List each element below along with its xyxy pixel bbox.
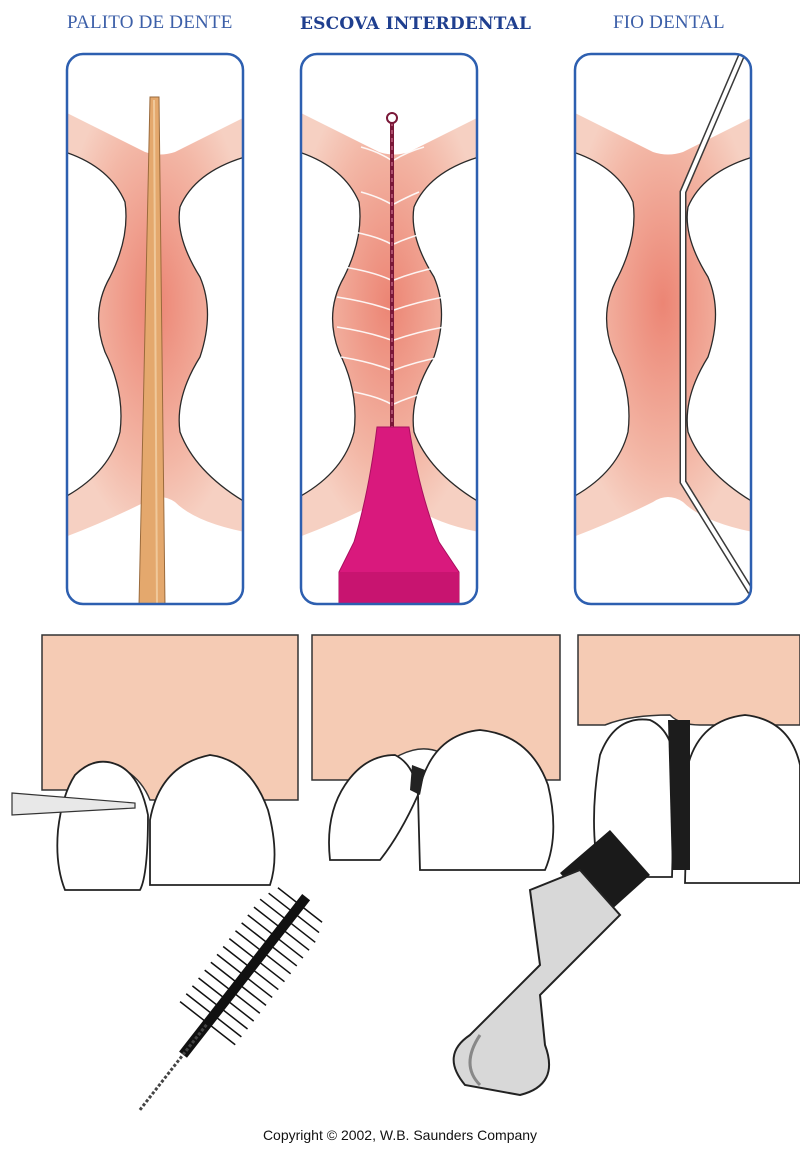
interdental-brush-panel — [299, 52, 479, 606]
toothpick-panel — [65, 52, 245, 606]
teeth-cleaning-illustration — [0, 615, 800, 1125]
floss-panel — [573, 52, 753, 606]
copyright-notice: Copyright © 2002, W.B. Saunders Company — [0, 1127, 800, 1143]
toothpick-illustration — [65, 52, 245, 606]
floss-label: FIO DENTAL — [613, 12, 725, 34]
interdental-brush-tool — [112, 876, 333, 1125]
toothpick-label: PALITO DE DENTE — [67, 12, 233, 34]
floss-illustration — [573, 52, 753, 606]
interdental-brush-illustration — [299, 52, 479, 606]
interdental-brush-label: ESCOVA INTERDENTAL — [300, 14, 531, 34]
